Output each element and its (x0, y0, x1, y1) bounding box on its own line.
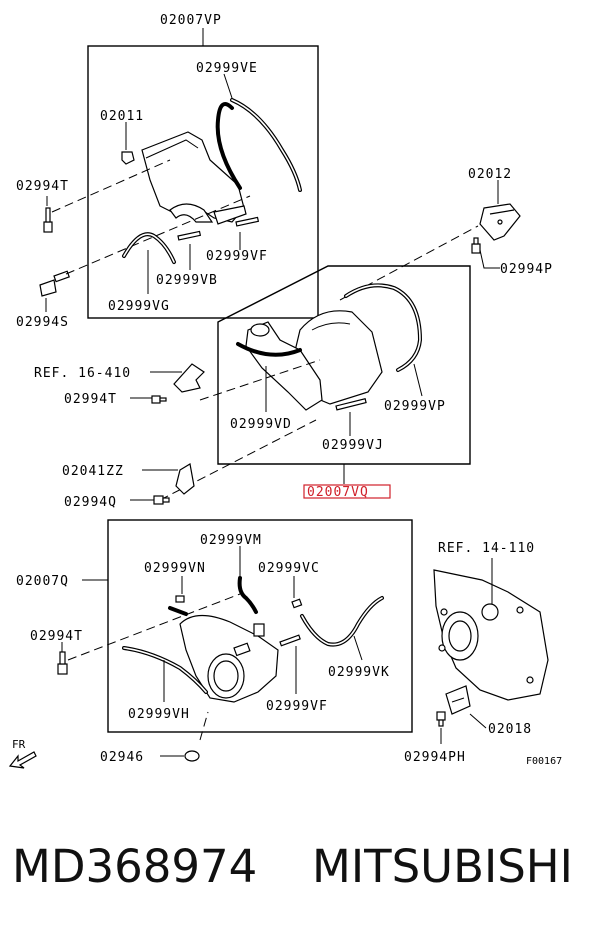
label-02999VJ: 02999VJ (322, 438, 384, 453)
bolt-02994T-top (43, 207, 53, 233)
label-02007VQ: 02007VQ (307, 485, 369, 500)
label-02999VF-top: 02999VF (206, 249, 268, 264)
label-02012: 02012 (468, 167, 512, 182)
engine-block-ref-14-110 (433, 569, 549, 701)
plug-02999VC (291, 598, 303, 609)
bolt-02994S (39, 270, 70, 297)
seal-02999VB-VG (122, 232, 176, 264)
plate-02018 (445, 685, 471, 715)
label-02999VK: 02999VK (328, 665, 390, 680)
mid-timing-cover (245, 310, 383, 411)
label-02999VG: 02999VG (108, 299, 170, 314)
footer-brand: MITSUBISHI (312, 840, 573, 893)
label-02999VM: 02999VM (200, 533, 262, 548)
seal-02999VH (122, 646, 208, 694)
label-02994PH: 02994PH (404, 750, 466, 765)
label-02999VB: 02999VB (156, 273, 218, 288)
label-02999VE: 02999VE (196, 61, 258, 76)
label-02007VP: 02007VP (160, 13, 222, 28)
footer-part-number: MD368974 (12, 840, 258, 893)
label-ref-16-410: REF. 16-410 (34, 366, 131, 381)
label-02994P: 02994P (500, 262, 553, 277)
label-02994T-top: 02994T (16, 179, 69, 194)
label-02999VH: 02999VH (128, 707, 190, 722)
label-ref-14-110: REF. 14-110 (438, 541, 535, 556)
seal-02999VE (215, 98, 302, 192)
label-02999VF-low: 02999VF (266, 699, 328, 714)
figure-number: F00167 (526, 756, 562, 767)
bolt-02994P (471, 237, 481, 254)
highlight-box (303, 484, 391, 499)
bolt-02994T-mid (151, 395, 167, 404)
label-02007Q: 02007Q (16, 574, 69, 589)
plug-02946 (184, 750, 200, 762)
bolt-02994Q (153, 495, 170, 505)
label-02999VD: 02999VD (230, 417, 292, 432)
label-02999VC: 02999VC (258, 561, 320, 576)
strip-02999VJ (335, 398, 367, 411)
strip-02999VF-top (177, 216, 260, 241)
label-02994T-low: 02994T (30, 629, 83, 644)
label-02011: 02011 (100, 109, 144, 124)
label-02994S: 02994S (16, 315, 69, 330)
seal-02999VN (168, 595, 188, 616)
label-02018: 02018 (488, 722, 532, 737)
seal-02999VM (237, 576, 258, 614)
strip-02999VF-low (279, 634, 301, 647)
label-FR: FR (12, 738, 26, 751)
lower-cover-group-box (107, 519, 413, 733)
bracket-02041ZZ (175, 463, 195, 495)
upper-timing-cover (141, 131, 247, 225)
seal-02999VP-mid (236, 283, 423, 372)
bracket-ref-16-410 (173, 363, 205, 393)
bolt-02994T-low (57, 651, 68, 675)
clip-02011 (121, 151, 135, 165)
mid-cover-group-box (217, 265, 471, 465)
label-02994T-mid: 02994T (64, 392, 117, 407)
seal-02999VK (300, 596, 384, 647)
bolt-02994PH (436, 711, 446, 727)
lower-timing-cover (179, 614, 279, 703)
front-arrow-icon (8, 751, 37, 769)
bracket-02012 (479, 203, 521, 241)
label-02999VN: 02999VN (144, 561, 206, 576)
label-02041ZZ: 02041ZZ (62, 464, 124, 479)
label-02994Q: 02994Q (64, 495, 117, 510)
label-02946: 02946 (100, 750, 144, 765)
label-02999VP-mid: 02999VP (384, 399, 446, 414)
